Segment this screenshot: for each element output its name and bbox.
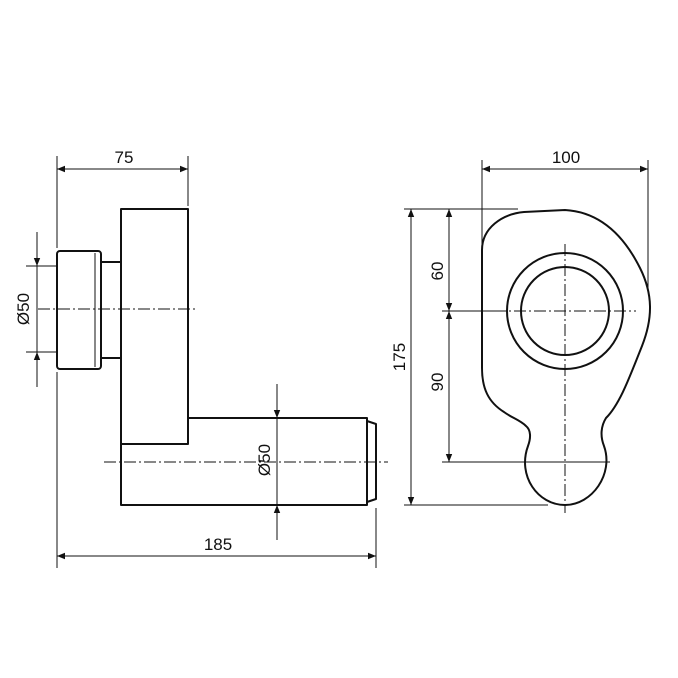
side-body	[120, 208, 189, 445]
inlet-neck	[100, 261, 122, 359]
dim-label-75: 75	[115, 148, 134, 167]
dim-label-inlet-diameter: Ø50	[14, 293, 33, 325]
side-view	[38, 208, 388, 506]
dim-label-90: 90	[428, 373, 447, 392]
outlet-pipe	[120, 417, 368, 506]
dim-label-175: 175	[390, 343, 409, 371]
dim-label-100: 100	[552, 148, 580, 167]
inlet-coupling	[56, 250, 102, 370]
front-body-outline	[481, 209, 651, 506]
dim-label-60: 60	[428, 262, 447, 281]
front-dimensions: 100 175 60 90	[390, 148, 649, 506]
dim-label-185: 185	[204, 535, 232, 554]
dim-label-outlet-diameter: Ø50	[255, 444, 274, 476]
side-dimensions: 75 Ø50 Ø50 185	[14, 148, 377, 568]
front-view	[481, 209, 651, 513]
